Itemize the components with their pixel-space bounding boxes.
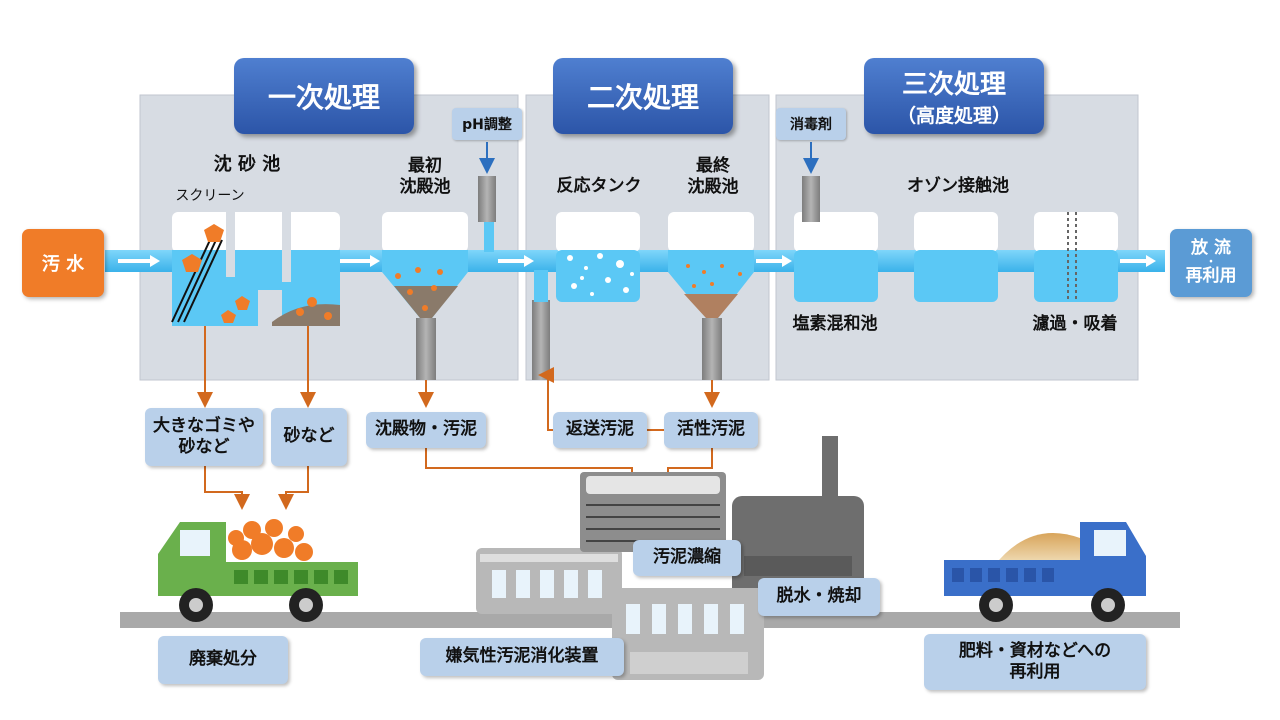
primary-settling-line1: 最初 [408,155,442,176]
return-sludge-label: 返送汚泥 [553,412,647,448]
sludge-label: 沈殿物・汚泥 [366,412,486,448]
reuse-line2: 再利用 [1009,662,1061,682]
screen-label: スクリーン [175,188,245,205]
final-settling-line2: 沈殿池 [687,177,739,197]
large-debris-line2: 砂など [178,437,230,457]
flow-arrows [118,255,1156,267]
chlorine-tank [794,176,878,302]
reaction-tank-label: 反応タンク [556,176,642,197]
disinfectant-label: 消毒剤 [776,108,846,140]
anaerobic-building [476,548,622,614]
final-settling-label: 最終 沈殿池 [668,152,758,202]
large-debris-label: 大きなゴミや 砂など [145,408,263,466]
sand-label: 砂など [271,408,347,466]
dewatering-label: 脱水・焼却 [758,578,880,616]
secondary-stage-title: 二次処理 [553,58,733,134]
outflow-box: 放 流 ・ 再利用 [1170,229,1252,297]
debris-particles [182,224,742,323]
air-bubbles [567,253,634,296]
ph-adjust-label: pH調整 [452,108,522,140]
large-debris-line1: 大きなゴミや [153,415,255,436]
ph-injector [478,176,496,252]
primary-settling-label: 最初 沈殿池 [380,152,470,202]
landfill-label: 廃棄処分 [158,636,288,684]
chlorine-tank-label: 塩素混和池 [792,314,878,335]
landfill-truck [158,519,358,622]
filtration-tank [1034,212,1118,302]
front-building [612,588,764,680]
filtration-tank-label: 濾過・吸着 [1032,314,1118,335]
ozone-tank [914,212,998,302]
thickening-label: 汚泥濃縮 [633,540,741,576]
anaerobic-digester-label: 嫌気性汚泥消化装置 [420,638,624,676]
reuse-truck [944,522,1146,622]
reuse-line1: 肥料・資材などへの [958,640,1112,661]
tertiary-stage-title: 三次処理 （高度処理） [864,58,1044,134]
primary-settling-line2: 沈殿池 [399,177,451,197]
thickener [580,472,726,552]
final-settling-line1: 最終 [696,155,730,176]
inflow-box: 汚 水 [22,229,104,297]
primary-stage-title: 一次処理 [234,58,414,134]
ozone-tank-label: オゾン接触池 [907,176,1009,197]
activated-sludge-label: 活性汚泥 [664,412,758,448]
reuse-label: 肥料・資材などへの 再利用 [924,634,1146,690]
grit-chamber-label: 沈 砂 池 [213,153,281,175]
